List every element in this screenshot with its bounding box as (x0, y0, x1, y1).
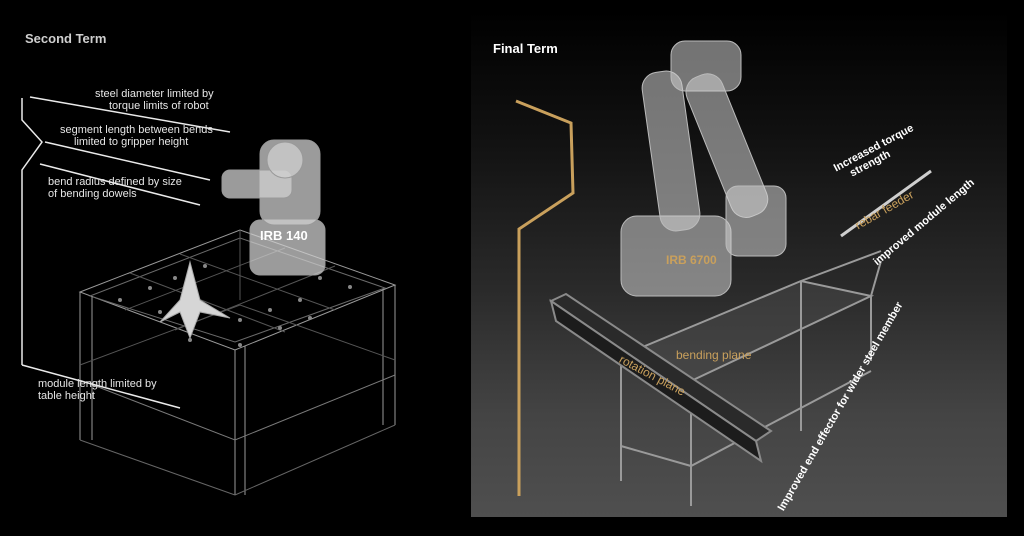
second-term-drawing (21, 96, 397, 496)
rotation-beam (548, 292, 773, 464)
robot-label: IRB 6700 (666, 253, 717, 267)
bending-plane-label: bending plane (676, 348, 752, 362)
note-line: bend radius defined by size (48, 176, 182, 188)
note-line: steel diameter limited by (95, 88, 214, 100)
note-line: torque limits of robot (109, 100, 209, 112)
note-line: limited to gripper height (74, 136, 189, 148)
steel-diameter-note: steel diameter limited by torque limits … (95, 88, 214, 112)
panel-title: Second Term (25, 31, 107, 46)
panel-title: Final Term (493, 41, 558, 56)
second-term-panel: Second Term steel diameter limited by to… (0, 0, 470, 536)
final-term-drawing (515, 40, 932, 506)
note-line: of bending dowels (48, 188, 137, 200)
note-line: module length limited by (38, 378, 157, 390)
irb140-robot (221, 139, 326, 276)
dowel-holes (118, 264, 352, 347)
steel-module-profile (515, 99, 575, 496)
note-line: table height (38, 390, 95, 402)
table-top (78, 229, 397, 351)
steel-module (159, 260, 231, 340)
note-line: segment length between bends (60, 124, 213, 136)
final-term-panel: Final Term IRB 6700 bending plane rotati… (471, 11, 1007, 517)
annotation-bracket (21, 98, 43, 365)
steel-diameter-leader (29, 96, 231, 133)
bend-radius-note: bend radius defined by size of bending d… (48, 176, 182, 200)
module-length-leader (21, 364, 181, 409)
robot-label: IRB 140 (260, 228, 308, 243)
irb6700-robot (620, 40, 787, 297)
segment-length-note: segment length between bends limited to … (60, 124, 213, 148)
rebar-feeder-arm (840, 169, 932, 238)
table-top-inner (88, 237, 387, 343)
module-length-note: module length limited by table height (38, 378, 157, 402)
